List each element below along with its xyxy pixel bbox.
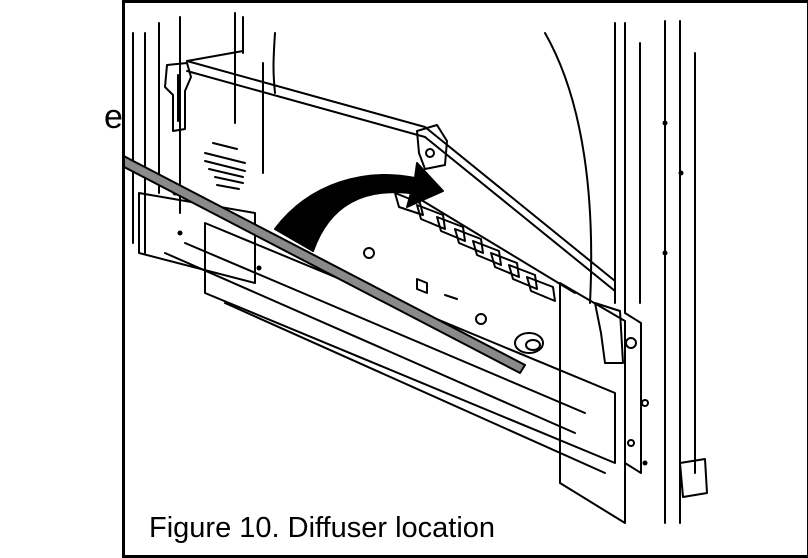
lower-base	[164, 222, 616, 474]
diffuser-strip	[125, 155, 526, 374]
right-frame-posts	[614, 20, 696, 524]
arch-curve	[272, 32, 593, 304]
figure-caption: Figure 10. Diffuser location	[149, 512, 496, 544]
right-foot-handle	[679, 458, 708, 498]
left-hanger-bracket	[164, 62, 192, 132]
left-frame-posts	[132, 12, 264, 254]
clipped-text-fragment: e	[104, 98, 123, 136]
top-rail	[186, 50, 616, 292]
fireplace-line-drawing	[125, 12, 708, 524]
right-bracket-plate	[559, 282, 649, 524]
top-clip	[416, 124, 448, 170]
louver-panel	[138, 142, 256, 284]
figure-frame: Figure 10. Diffuser location	[122, 0, 808, 558]
control-knobs	[363, 247, 544, 354]
curved-arrow	[274, 162, 444, 252]
